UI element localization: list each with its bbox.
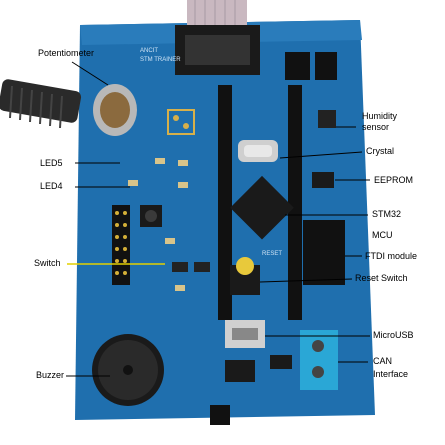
label-stm32-line1: STM32 [372,209,402,219]
label-buzzer: Buzzer [36,370,65,380]
silk-text-1: ANCIT [140,48,158,54]
label-potentiometer: Potentiometer [38,48,95,58]
label-switch: Switch [34,258,61,268]
jumper-header [285,52,310,80]
line-crystal [279,151,363,159]
label-stm32-line2: MCU [372,230,393,240]
silk-text-reset: RESET [262,251,282,257]
eeprom-chip [312,172,334,188]
label-reset-switch: Reset Switch [355,273,408,283]
label-humidity-line2: sensor [362,122,390,132]
line-potentiometer [71,61,109,86]
label-crystal: Crystal [366,146,395,156]
label-led5: LED5 [40,158,63,168]
pin-header-left [112,205,130,285]
ribbon-cable [187,0,247,28]
mcu-header-right [288,85,302,320]
mcu-header-left [218,85,232,320]
can-connector [300,330,338,390]
label-can-line2: Interface [373,369,409,379]
label-led4: LED4 [40,181,63,191]
label-humidity-line1: Humidity [362,111,398,121]
stm32-mcu [230,175,294,240]
label-eeprom: EEPROM [374,175,414,185]
humidity-sensor [318,110,336,128]
ftdi-module [303,220,345,285]
silk-text-2: STM TRAINER [140,57,181,63]
label-microusb: MicroUSB [373,330,414,340]
label-ftdi: FTDI module [365,251,418,261]
label-can-line1: CAN [373,356,393,366]
line-reset [259,278,353,283]
